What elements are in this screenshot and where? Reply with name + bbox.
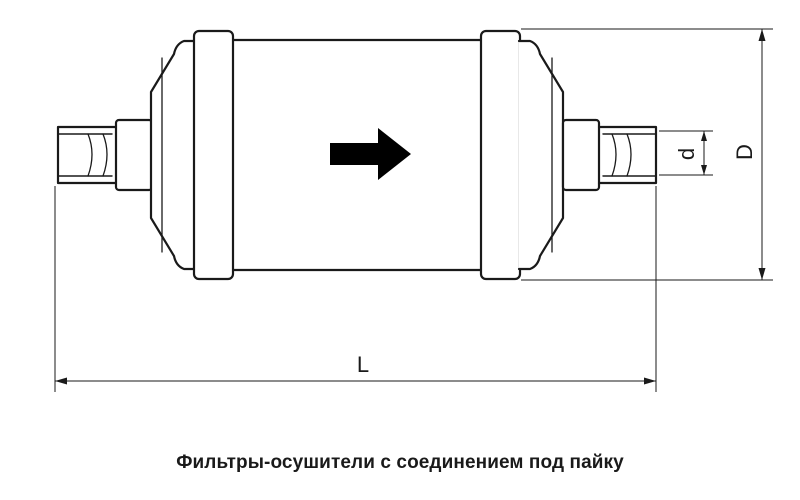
left-band [192,29,235,281]
right-end-cap [517,39,565,271]
left-end-cap [149,39,197,271]
outer-diameter-label: D [732,144,757,160]
left-fitting [114,118,154,192]
connection-diameter-arrowhead-top [701,131,707,141]
outer-diameter-arrowhead-bottom [758,268,766,280]
left-pipe [56,125,118,185]
flow-direction-arrow-icon [330,128,411,180]
connection-diameter-label: d [674,148,699,160]
right-band [479,29,522,281]
right-pipe [597,125,658,185]
length-arrowhead-left [55,377,67,385]
outer-diameter-arrowhead-top [758,29,766,41]
connection-diameter-arrowhead-bottom [701,165,707,175]
right-fitting [561,118,601,192]
length-label: L [357,352,369,377]
length-arrowhead-right [644,377,656,385]
figure-caption: Фильтры-осушители с соединением под пайк… [176,452,624,473]
filter-drier-drawing: L D d [54,28,773,392]
